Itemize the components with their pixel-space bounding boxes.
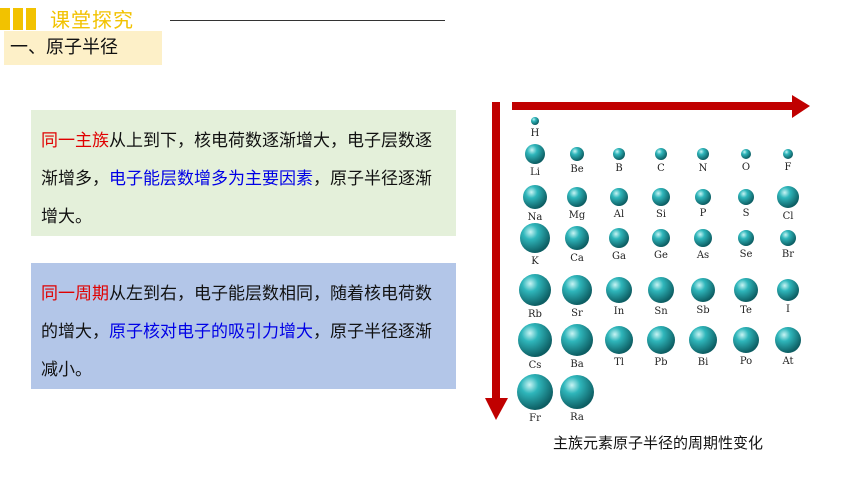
atom-label-sr: Sr bbox=[571, 308, 583, 319]
atom-label-mg: Mg bbox=[569, 210, 586, 221]
atom-label-ge: Ge bbox=[654, 250, 668, 261]
header-decoration bbox=[0, 8, 36, 30]
period-box: 同一周期从左到右，电子能层数相同，随着核电荷数的增大，原子核对电子的吸引力增大，… bbox=[31, 263, 456, 389]
horizontal-arrow-head bbox=[792, 95, 810, 118]
atom-label-cs: Cs bbox=[529, 360, 542, 371]
atom-label-k: K bbox=[531, 256, 539, 267]
header-title: 课堂探究 bbox=[50, 8, 134, 32]
atom-sphere-s bbox=[738, 189, 754, 205]
atom-label-i: I bbox=[786, 304, 790, 315]
atom-label-s: S bbox=[743, 208, 750, 219]
vertical-arrow-bar bbox=[492, 102, 500, 402]
atom-label-f: F bbox=[785, 162, 792, 173]
header-underline bbox=[170, 20, 445, 21]
atom-sphere-as bbox=[694, 229, 712, 247]
atom-label-tl: Tl bbox=[614, 357, 624, 368]
main-group-text-1: 从上到下，核电荷数逐渐增大， bbox=[109, 131, 347, 151]
section-title: 一、原子半径 bbox=[4, 31, 162, 65]
atom-label-sn: Sn bbox=[654, 306, 668, 317]
atom-sphere-p bbox=[695, 189, 711, 205]
atom-sphere-al bbox=[610, 188, 628, 206]
atom-sphere-f bbox=[783, 149, 793, 159]
atom-sphere-pb bbox=[647, 326, 675, 354]
atom-sphere-bi bbox=[689, 326, 717, 354]
atom-sphere-tl bbox=[605, 326, 633, 354]
atom-label-se: Se bbox=[740, 249, 753, 260]
atom-label-h: H bbox=[531, 128, 540, 139]
atom-label-ca: Ca bbox=[570, 253, 584, 264]
main-group-text-3: ，原子半径逐渐增大。 bbox=[41, 169, 432, 227]
atom-label-na: Na bbox=[528, 212, 543, 223]
atom-label-be: Be bbox=[570, 164, 583, 175]
main-group-text-2: 电子层数逐渐增多， bbox=[41, 131, 432, 189]
atom-sphere-si bbox=[652, 188, 670, 206]
atom-label-at: At bbox=[781, 356, 793, 367]
period-text-1: 从左到右，电子能层数相同，随着核电荷数的增大， bbox=[41, 284, 432, 342]
atom-sphere-h bbox=[531, 117, 539, 125]
atom-sphere-cs bbox=[518, 323, 552, 357]
atom-sphere-in bbox=[606, 277, 632, 303]
atom-sphere-k bbox=[520, 223, 550, 253]
atom-sphere-o bbox=[741, 149, 751, 159]
atom-sphere-ba bbox=[561, 324, 593, 356]
atom-label-pb: Pb bbox=[654, 357, 667, 368]
atom-label-in: In bbox=[614, 306, 625, 317]
atom-sphere-i bbox=[777, 279, 799, 301]
main-group-label: 同一主族 bbox=[41, 131, 109, 151]
atom-label-cl: Cl bbox=[783, 211, 794, 222]
atom-label-po: Po bbox=[740, 356, 752, 367]
atom-label-ga: Ga bbox=[612, 251, 626, 262]
atom-label-te: Te bbox=[740, 305, 752, 316]
atom-sphere-se bbox=[738, 230, 754, 246]
atom-sphere-mg bbox=[567, 187, 587, 207]
atom-label-bi: Bi bbox=[698, 357, 709, 368]
atom-sphere-at bbox=[775, 327, 801, 353]
atom-label-b: B bbox=[615, 163, 622, 174]
main-group-box: 同一主族从上到下，核电荷数逐渐增大，电子层数逐渐增多，电子能层数增多为主要因素，… bbox=[31, 110, 456, 236]
atom-label-rb: Rb bbox=[528, 309, 542, 320]
atom-sphere-rb bbox=[519, 274, 551, 306]
atom-sphere-po bbox=[733, 327, 759, 353]
atom-sphere-ca bbox=[565, 226, 589, 250]
atom-label-sb: Sb bbox=[696, 305, 709, 316]
atom-label-si: Si bbox=[656, 209, 666, 220]
atom-label-ba: Ba bbox=[570, 359, 583, 370]
atom-sphere-c bbox=[655, 148, 667, 160]
atom-label-o: O bbox=[742, 162, 750, 173]
atom-sphere-ra bbox=[560, 375, 594, 409]
atom-sphere-sr bbox=[562, 275, 592, 305]
atom-label-br: Br bbox=[782, 249, 794, 260]
atom-label-as: As bbox=[696, 250, 709, 261]
atom-label-li: Li bbox=[530, 167, 540, 178]
atom-sphere-li bbox=[525, 144, 545, 164]
atom-label-c: C bbox=[657, 163, 665, 174]
atom-label-ra: Ra bbox=[570, 412, 584, 423]
period-highlight: 原子核对电子的吸引力增大 bbox=[109, 322, 313, 342]
atom-sphere-b bbox=[613, 148, 625, 160]
figure-caption: 主族元素原子半径的周期性变化 bbox=[553, 434, 764, 452]
atom-sphere-te bbox=[734, 278, 758, 302]
atom-sphere-n bbox=[697, 148, 709, 160]
atom-label-n: N bbox=[699, 163, 708, 174]
horizontal-arrow-bar bbox=[512, 102, 794, 110]
atom-sphere-fr bbox=[517, 374, 553, 410]
atom-sphere-sb bbox=[691, 278, 715, 302]
main-group-highlight: 电子能层数增多为主要因素 bbox=[109, 169, 313, 189]
atom-label-p: P bbox=[700, 208, 707, 219]
period-label: 同一周期 bbox=[41, 284, 109, 304]
atom-label-fr: Fr bbox=[529, 413, 541, 424]
atom-sphere-sn bbox=[648, 277, 674, 303]
atom-sphere-cl bbox=[777, 186, 799, 208]
period-text-2: ，原子半径逐渐减小。 bbox=[41, 322, 432, 380]
atom-sphere-ga bbox=[609, 228, 629, 248]
vertical-arrow-head bbox=[485, 398, 508, 420]
atom-sphere-br bbox=[780, 230, 796, 246]
atom-sphere-na bbox=[523, 185, 547, 209]
atom-sphere-be bbox=[570, 147, 584, 161]
atom-sphere-ge bbox=[652, 229, 670, 247]
atom-label-al: Al bbox=[613, 209, 624, 220]
